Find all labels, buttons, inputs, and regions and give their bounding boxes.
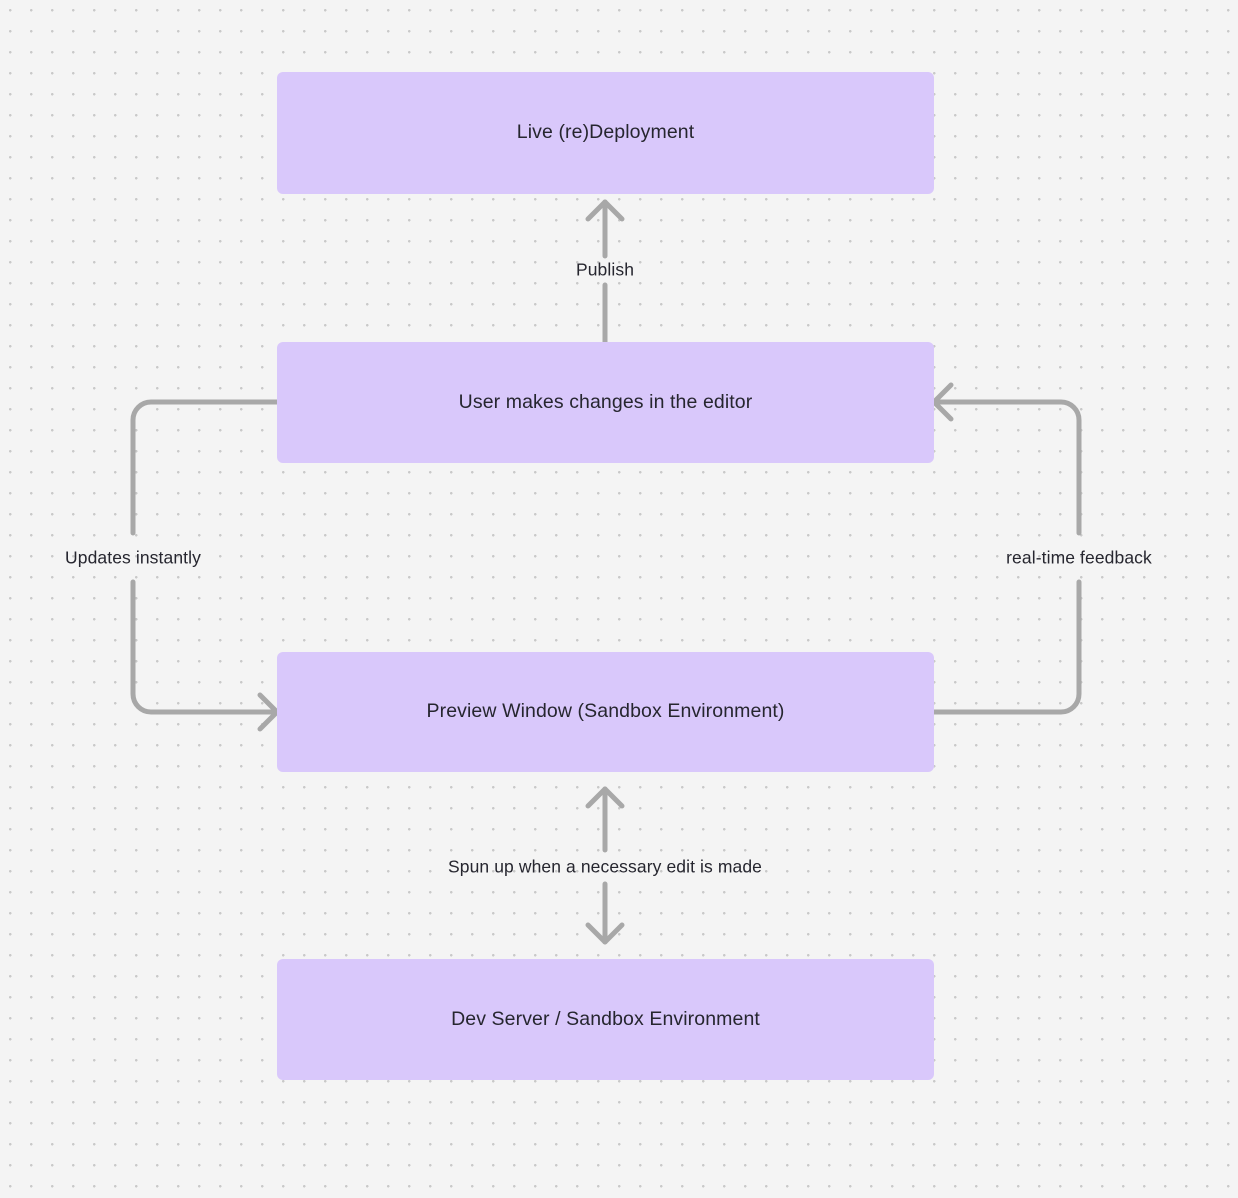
edge-spunup-arrowhead-down-icon — [585, 922, 625, 945]
node-label: User makes changes in the editor — [458, 390, 753, 413]
edge-spunup-arrowhead-up-icon — [585, 786, 625, 809]
node-dev-server[interactable]: Dev Server / Sandbox Environment — [277, 959, 934, 1080]
edge-label-realtime-feedback: real-time feedback — [1006, 547, 1152, 568]
edge-updates-arrowhead-icon — [257, 692, 280, 732]
edge-label-updates-instantly: Updates instantly — [65, 547, 201, 568]
edge-label-spun-up: Spun up when a necessary edit is made — [447, 856, 763, 877]
node-label: Dev Server / Sandbox Environment — [451, 1007, 760, 1030]
edge-label-publish: Publish — [575, 259, 635, 280]
node-live-redeployment[interactable]: Live (re)Deployment — [277, 72, 934, 194]
edge-feedback-line-upper — [931, 399, 1082, 536]
node-label: Live (re)Deployment — [516, 121, 695, 144]
node-user-makes-changes[interactable]: User makes changes in the editor — [277, 342, 934, 463]
edge-feedback-line-lower — [931, 579, 1082, 715]
node-preview-window[interactable]: Preview Window (Sandbox Environment) — [277, 652, 934, 772]
edge-publish-arrowhead-icon — [585, 199, 625, 222]
edge-updates-line-upper — [130, 399, 280, 536]
node-label: Preview Window (Sandbox Environment) — [426, 700, 785, 723]
edge-updates-line-lower — [130, 579, 280, 715]
edge-feedback-arrowhead-icon — [931, 382, 954, 422]
